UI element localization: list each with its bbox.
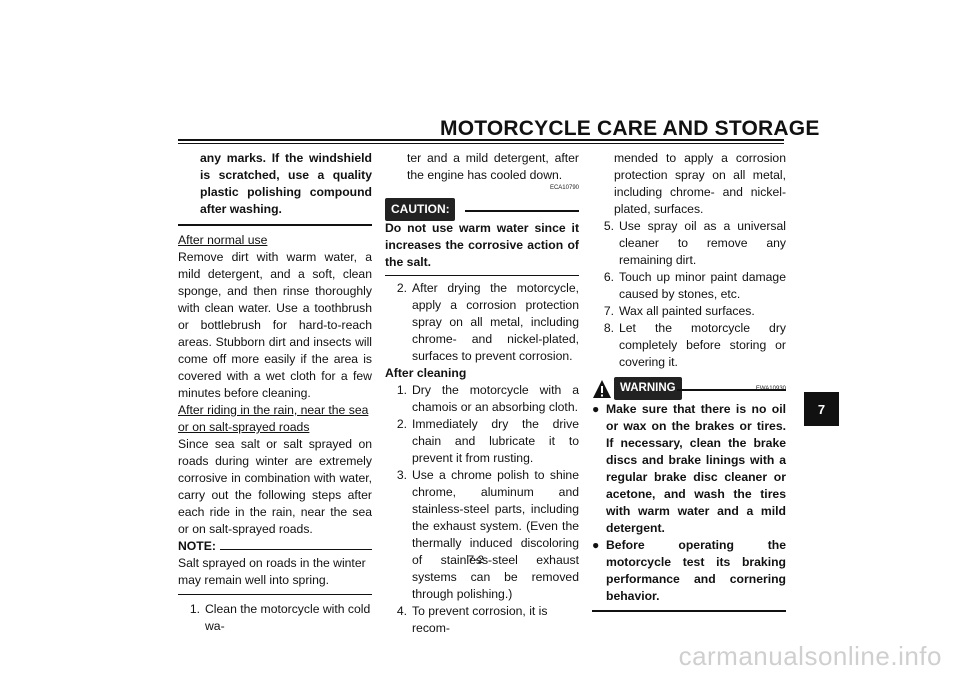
step1-continued: ter and a mild detergent, after the engi… (407, 151, 579, 182)
windshield-caution-continued: any marks. If the windshield is scratche… (200, 151, 372, 216)
column-2: ter and a mild detergent, after the engi… (385, 150, 579, 637)
step4-continued: mended to apply a corrosion protection s… (614, 151, 786, 216)
page-number: 7-2 (468, 554, 484, 566)
caution-code: ECA10790 (549, 185, 579, 191)
caution-divider (385, 275, 579, 276)
heading-after-normal-use: After normal use (178, 233, 268, 247)
list-item: 8. Let the motorcycle dry completely bef… (603, 321, 786, 369)
list-item: 2. Immediately dry the drive chain and l… (396, 417, 579, 465)
bullet-icon: ● (592, 402, 600, 416)
heading-after-cleaning: After cleaning (385, 366, 467, 380)
column-1: any marks. If the windshield is scratche… (178, 150, 372, 635)
list-item: 5. Use spray oil as a universal cleaner … (603, 219, 786, 267)
list-item: 1. Clean the motorcycle with cold wa- (189, 602, 371, 633)
list-item: 3. Use a chrome polish to shine chrome, … (396, 468, 579, 601)
caution-header: CAUTION: (385, 198, 579, 221)
list-item: 4. To prevent corrosion, it is recom- (396, 604, 548, 635)
warning-divider (592, 610, 786, 612)
note-label: NOTE: (178, 539, 216, 553)
warning-item: ● Before operating the motorcycle test i… (592, 538, 786, 603)
note-divider (178, 594, 372, 595)
paragraph-normal-use: Remove dirt with warm water, a mild dete… (178, 250, 372, 400)
warning-header: WARNING (592, 377, 786, 400)
section-divider (178, 224, 372, 226)
watermark: carmanualsonline.info (678, 641, 942, 671)
warning-triangle-icon (593, 379, 611, 398)
warning-item: ● Make sure that there is no oil or wax … (592, 402, 786, 535)
page-title: MOTORCYCLE CARE AND STORAGE (440, 117, 820, 140)
column-3: mended to apply a corrosion protection s… (592, 150, 786, 612)
caution-badge: CAUTION: (385, 198, 455, 221)
list-item: 1. Dry the motorcycle with a chamois or … (396, 383, 579, 414)
warning-badge: WARNING (614, 377, 682, 400)
list-item: 2. After drying the motorcycle, apply a … (396, 281, 579, 363)
heading-after-riding-rain: After riding in the rain, near the sea o… (178, 403, 369, 434)
bullet-icon: ● (592, 538, 600, 552)
note-header: NOTE: (178, 538, 372, 555)
list-item: 7. Wax all painted surfaces. (603, 304, 755, 318)
paragraph-salt: Since sea salt or salt sprayed on roads … (178, 437, 372, 536)
chapter-tab: 7 (804, 392, 839, 426)
header-rule-thin (178, 143, 784, 144)
header-rule (178, 139, 784, 141)
note-text: Salt sprayed on roads in the winter may … (178, 556, 366, 587)
list-item: 6. Touch up minor paint damage caused by… (603, 270, 786, 301)
caution-text: Do not use warm water since it increases… (385, 221, 579, 269)
